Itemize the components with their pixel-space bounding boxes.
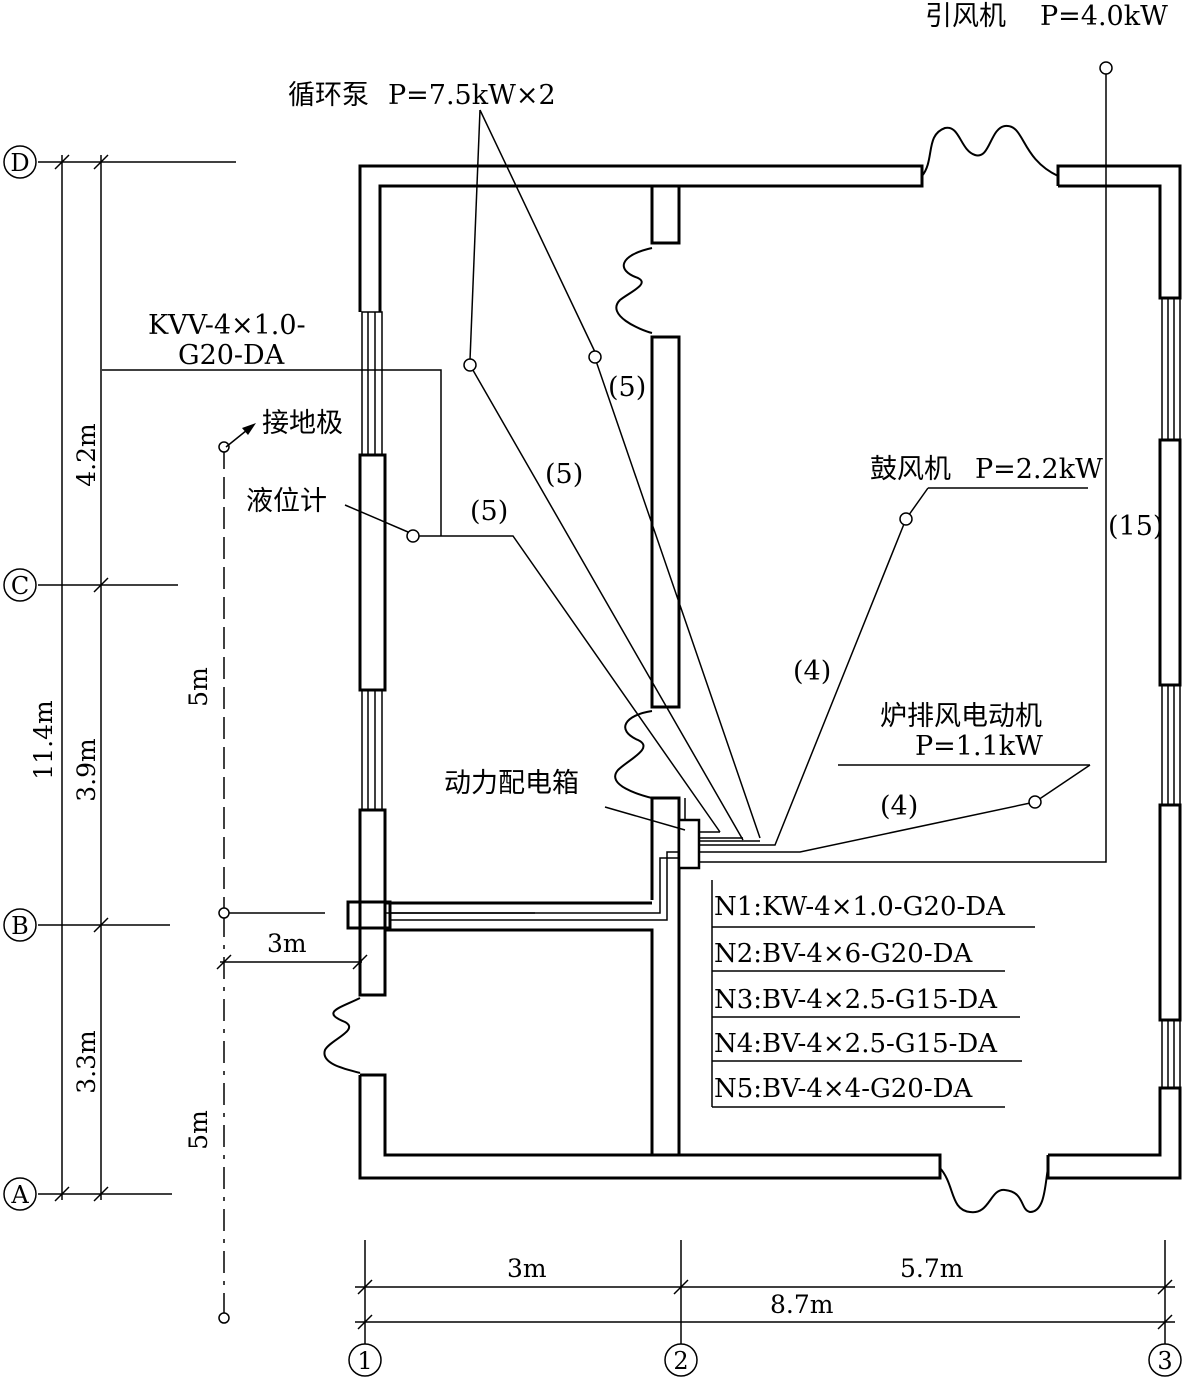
horizontal-dimensions: 3m 5.7m 8.7m 1 2 3 bbox=[348, 1240, 1182, 1377]
kvv-label-line1: KVV-4×1.0- bbox=[148, 310, 306, 341]
pump2-terminal bbox=[588, 350, 602, 364]
circuit-count: (5) bbox=[545, 459, 583, 490]
doors bbox=[323, 124, 1059, 1214]
level-meter-terminal bbox=[406, 529, 420, 543]
ground-line bbox=[218, 423, 256, 1324]
vertical-dimensions: D C B A 4.2m 3.9m 3.3m 11.4m 5m 5m bbox=[3, 145, 236, 1211]
ground-offset-dimension: 3m bbox=[216, 929, 368, 970]
dimension-label: 3m bbox=[267, 929, 307, 958]
grate-fan-terminal bbox=[1028, 795, 1042, 809]
axis-label: D bbox=[10, 149, 29, 177]
axis-label: 3 bbox=[1157, 1347, 1172, 1375]
circuit-count: (4) bbox=[793, 656, 831, 687]
dimension-label: 5m bbox=[184, 1110, 213, 1150]
pump-power: P=7.5kW×2 bbox=[388, 80, 556, 111]
grate-fan-power: P=1.1kW bbox=[915, 731, 1043, 762]
circuit-counts: (5) (5) (5) (4) (4) (15) bbox=[470, 372, 1163, 822]
legend-item: N4:BV-4×2.5-G15-DA bbox=[714, 1029, 998, 1059]
cable-legend: N1:KW-4×1.0-G20-DA N2:BV-4×6-G20-DA N3:B… bbox=[711, 880, 1035, 1108]
dimension-label: 11.4m bbox=[29, 700, 58, 780]
axis-label: B bbox=[11, 912, 29, 940]
circuit-count: (5) bbox=[608, 372, 646, 403]
power-box bbox=[677, 818, 701, 870]
dimension-label: 8.7m bbox=[770, 1290, 834, 1319]
axis-label: A bbox=[10, 1181, 29, 1209]
induced-fan-power: P=4.0kW bbox=[1040, 1, 1168, 32]
power-box-label: 动力配电箱 bbox=[444, 768, 579, 799]
blower-label: 鼓风机 bbox=[870, 454, 951, 485]
kvv-label-line2: G20-DA bbox=[178, 340, 285, 371]
ground-label: 接地极 bbox=[262, 408, 343, 439]
pump1-terminal bbox=[463, 358, 477, 372]
legend-item: N2:BV-4×6-G20-DA bbox=[714, 939, 973, 969]
circuit-count: (5) bbox=[470, 496, 508, 527]
legend-item: N1:KW-4×1.0-G20-DA bbox=[714, 892, 1006, 922]
device-labels: 引风机 P=4.0kW 循环泵 P=7.5kW×2 KVV-4×1.0- G20… bbox=[148, 1, 1168, 799]
blower-power: P=2.2kW bbox=[975, 454, 1103, 485]
dimension-label: 3m bbox=[507, 1254, 547, 1283]
dimension-label: 4.2m bbox=[72, 423, 101, 487]
circuit-count: (15) bbox=[1108, 511, 1163, 542]
grate-fan-label: 炉排风电动机 bbox=[880, 701, 1042, 732]
induced-fan-terminal bbox=[1099, 61, 1113, 75]
axis-label: 1 bbox=[357, 1347, 372, 1375]
level-meter-label: 液位计 bbox=[246, 486, 327, 517]
dimension-label: 5.7m bbox=[900, 1254, 964, 1283]
legend-item: N3:BV-4×2.5-G15-DA bbox=[714, 985, 998, 1015]
building-walls bbox=[346, 164, 1182, 1180]
blower-terminal bbox=[899, 512, 913, 526]
dimension-label: 5m bbox=[184, 667, 213, 707]
windows bbox=[361, 297, 1181, 1089]
axis-label: 2 bbox=[673, 1347, 688, 1375]
induced-fan-label: 引风机 bbox=[925, 1, 1006, 32]
pump-label: 循环泵 bbox=[288, 80, 369, 111]
axis-label: C bbox=[11, 572, 29, 600]
dimension-label: 3.9m bbox=[72, 738, 101, 802]
circuit-count: (4) bbox=[880, 791, 918, 822]
dimension-label: 3.3m bbox=[72, 1030, 101, 1094]
device-symbols bbox=[406, 61, 1113, 809]
legend-item: N5:BV-4×4-G20-DA bbox=[714, 1074, 973, 1104]
